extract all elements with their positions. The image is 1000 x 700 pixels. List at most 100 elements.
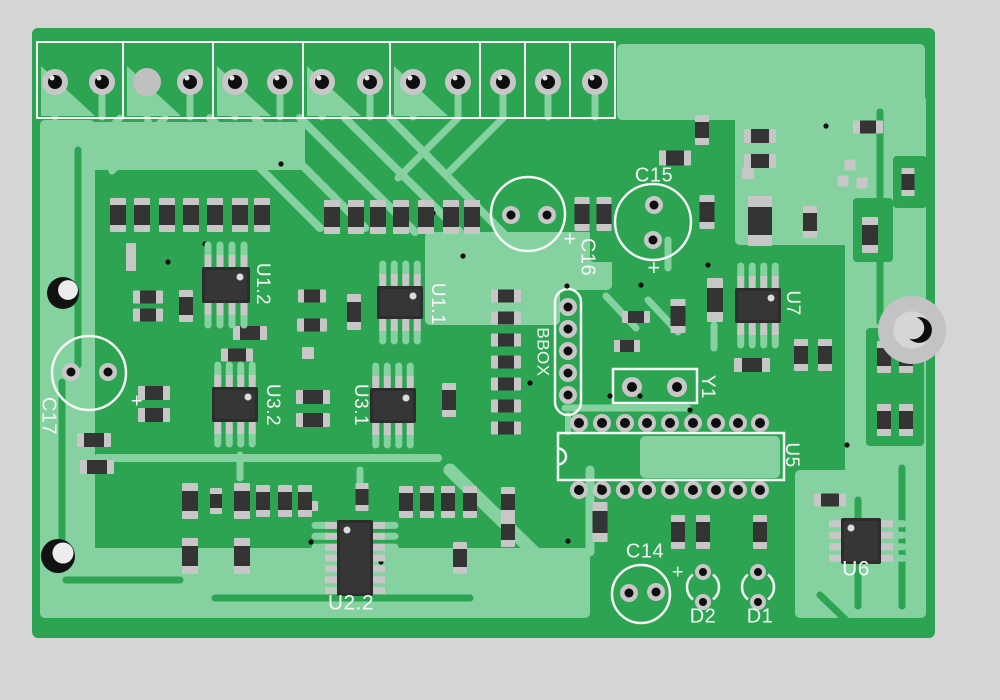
passive-body — [464, 207, 480, 227]
ic-pin — [372, 422, 380, 435]
ic-pin — [390, 318, 398, 331]
passive-body — [441, 493, 455, 511]
passive-body — [140, 290, 156, 304]
passive-body — [671, 522, 685, 542]
ic-pin — [829, 543, 842, 551]
ic-pin — [216, 255, 224, 268]
ic-pin — [395, 422, 403, 435]
passive-body — [182, 546, 198, 566]
ic-pin — [237, 375, 245, 388]
passive-body — [695, 122, 709, 138]
connector-pad-glint — [497, 75, 503, 81]
ic-pin — [737, 322, 745, 335]
passive-body — [821, 493, 839, 507]
passive-body — [463, 493, 477, 511]
passive-body — [234, 546, 250, 566]
silkscreen-label-plus-c15: + — [647, 255, 660, 280]
copper-trace — [251, 114, 369, 232]
passive-body — [596, 204, 612, 224]
via — [460, 253, 466, 259]
silkscreen-label-ref-u3-2: U3.2 — [262, 384, 283, 426]
connector-pad-glint — [452, 75, 458, 81]
copper-trace — [206, 114, 324, 232]
via — [165, 259, 171, 265]
capacitor-hole — [542, 210, 552, 220]
silkscreen-label-ref-c14: C14 — [626, 540, 664, 562]
connector-pad-glint — [184, 75, 190, 81]
connector-pad-glint — [49, 75, 55, 81]
ic-pin — [829, 520, 842, 528]
mount-bottom-left-bore — [52, 542, 74, 564]
passive-body — [240, 326, 260, 340]
passive-body — [348, 207, 364, 227]
smt-pad — [302, 347, 314, 359]
ic-pin — [760, 322, 768, 335]
dip-hole — [642, 418, 652, 428]
capacitor-hole — [651, 587, 661, 597]
connector-pad-unplated — [133, 68, 161, 96]
smt-pad — [856, 177, 868, 189]
silkscreen-label-ref-d1: D1 — [747, 605, 774, 627]
ic-u2-2-pin1-dot — [343, 526, 351, 534]
ic-pin — [325, 521, 338, 529]
silkscreen-label-ref-bbox: BBOX — [534, 327, 553, 376]
silkscreen-label-ref-c16: C16 — [577, 238, 599, 276]
ic-pin — [379, 274, 387, 287]
header-hole — [563, 324, 573, 334]
ic-pin — [406, 376, 414, 389]
via — [308, 539, 314, 545]
ic-pin — [214, 375, 222, 388]
capacitor-outline-c17 — [50, 334, 128, 412]
ic-pin — [760, 276, 768, 289]
ic-pin — [383, 422, 391, 435]
ic-u1-2-pin1-dot — [236, 273, 244, 281]
dip-hole — [711, 485, 721, 495]
passive-body — [620, 340, 634, 352]
silkscreen-label-ref-u6: U6 — [842, 558, 870, 581]
passive-body — [324, 207, 340, 227]
passive-body — [628, 311, 644, 323]
silkscreen-label-ref-u7: U7 — [782, 290, 803, 315]
header-outline-bbox — [553, 287, 583, 417]
passive-body — [182, 491, 198, 511]
copper-trace — [444, 114, 507, 177]
passive-body — [420, 493, 434, 511]
dip-hole — [642, 485, 652, 495]
capacitor-outline-c14 — [610, 563, 672, 625]
passive-body — [877, 411, 891, 429]
dip-outline-u5 — [556, 431, 786, 482]
dip-hole — [574, 485, 584, 495]
crystal-hole — [627, 382, 637, 392]
silkscreen-label-ref-d2: D2 — [690, 605, 717, 627]
passive-body — [498, 289, 514, 303]
ic-u1-1-pin1-dot — [409, 292, 417, 300]
ic-pin — [216, 302, 224, 315]
passive-body — [254, 205, 270, 225]
ic-pin — [325, 532, 338, 540]
dip-hole — [688, 418, 698, 428]
passive-body — [751, 154, 769, 168]
ic-pin — [248, 421, 256, 434]
smt-pad — [126, 243, 136, 271]
capacitor-hole — [624, 588, 634, 598]
ic-u2-2-face — [340, 523, 370, 593]
via — [844, 442, 850, 448]
silkscreen-label-ref-u1-2: U1.2 — [252, 263, 273, 305]
connector-pad-glint — [229, 75, 235, 81]
passive-body — [901, 174, 915, 190]
diode-hole — [754, 568, 762, 576]
smt-pad — [837, 175, 849, 187]
passive-body — [860, 120, 876, 134]
via — [705, 262, 711, 268]
ic-pin — [737, 276, 745, 289]
ic-pin — [372, 565, 385, 573]
diode-outline-d1 — [767, 573, 776, 601]
passive-body — [298, 492, 312, 510]
passive-body — [134, 205, 150, 225]
connector-pad-glint — [316, 75, 322, 81]
passive-body — [442, 390, 456, 410]
diode-outline-d2 — [712, 573, 721, 601]
passive-body — [699, 202, 715, 222]
ic-u7-pin1-dot — [767, 294, 775, 302]
